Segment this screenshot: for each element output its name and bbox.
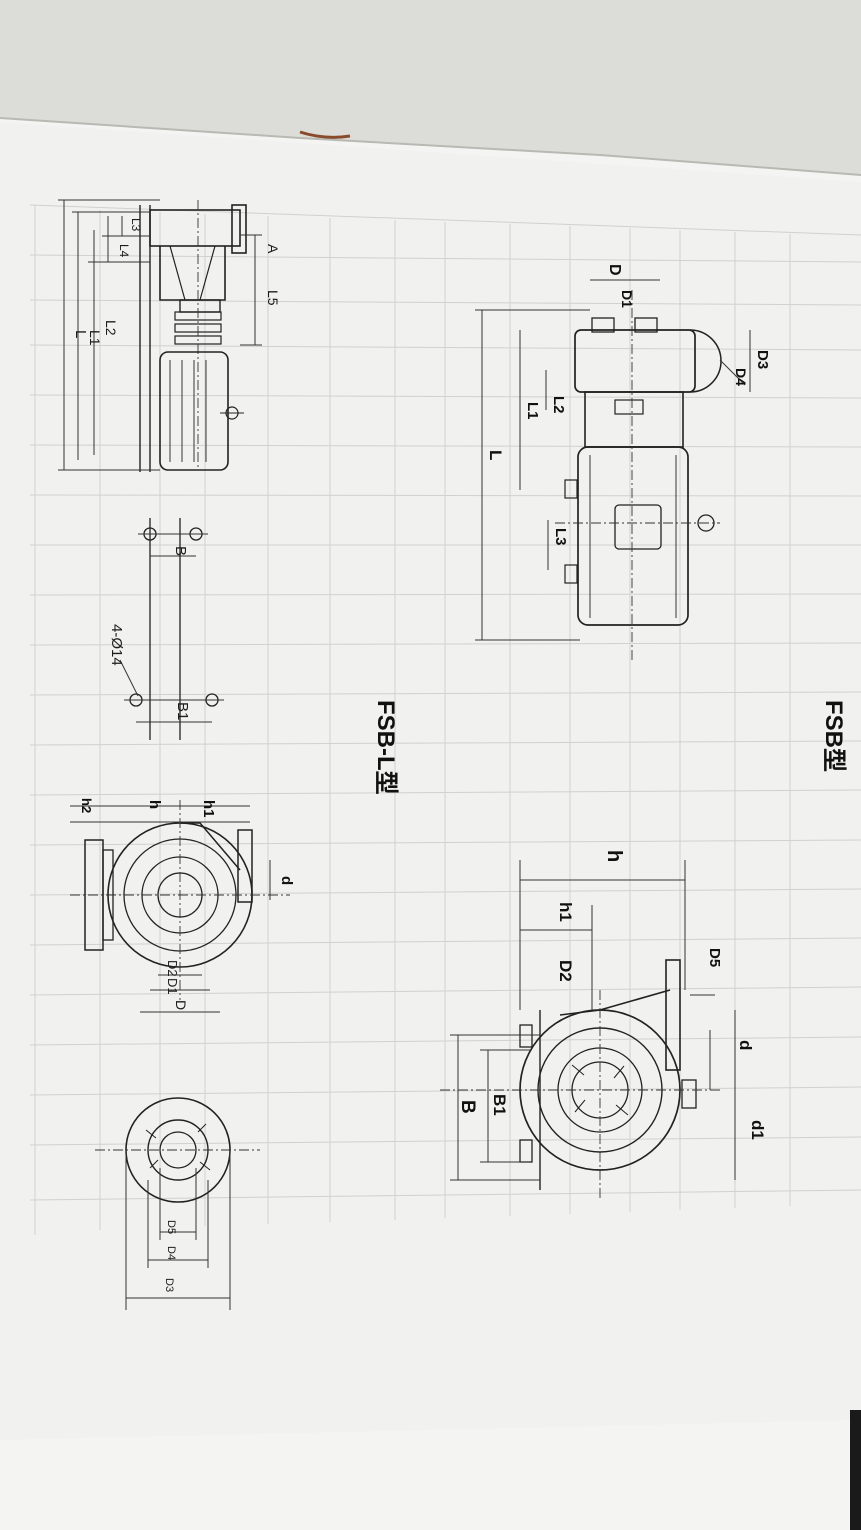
fsbl-base-plan bbox=[119, 518, 224, 740]
fsb-end-d1: d1 bbox=[748, 1120, 767, 1140]
fsbl-dim-A: A bbox=[265, 244, 281, 254]
fsbl-side-view bbox=[58, 199, 262, 472]
previous-page-edge bbox=[0, 0, 861, 175]
fsbl-end-h1: h1 bbox=[200, 800, 217, 818]
fsbl-dim-L5: L5 bbox=[265, 290, 281, 306]
fsb-dim-L: L bbox=[486, 450, 505, 460]
fsbl-end-h: h bbox=[146, 800, 163, 809]
fsb-dim-L1: L1 bbox=[524, 402, 541, 420]
fsb-end-D5: D5 bbox=[706, 948, 723, 967]
fsbl-end-D2: D2 bbox=[165, 960, 180, 977]
fsb-end-h: h bbox=[603, 850, 625, 862]
flange-D5: D5 bbox=[165, 1220, 177, 1234]
flange-D3: D3 bbox=[163, 1278, 175, 1292]
fsb-end-D2: D2 bbox=[556, 960, 575, 982]
fsb-end-B1: B1 bbox=[490, 1094, 509, 1116]
fsbl-dim-L2: L2 bbox=[103, 320, 119, 336]
fsbl-end-D1: D1 bbox=[165, 978, 180, 995]
fsbl-end-D: D bbox=[173, 1000, 189, 1010]
fsbl-base-B: B bbox=[172, 546, 189, 556]
fsb-dim-D1: D1 bbox=[619, 290, 635, 308]
fsb-end-h1: h1 bbox=[556, 902, 575, 922]
fsbl-dim-L1: L1 bbox=[87, 330, 103, 346]
flange-view bbox=[95, 1097, 260, 1310]
fsb-dim-D: D bbox=[606, 264, 623, 276]
fsb-title: FSB型 bbox=[820, 700, 847, 772]
fsbl-dim-L: L bbox=[72, 330, 89, 338]
fsbl-dim-L3: L3 bbox=[129, 218, 143, 232]
fsb-dim-D4: D4 bbox=[733, 368, 749, 386]
fsb-dim-L2: L2 bbox=[550, 396, 567, 414]
fsb-dim-D3: D3 bbox=[754, 350, 771, 369]
fsb-dim-L3: L3 bbox=[552, 528, 569, 546]
fsbl-end-d: d bbox=[278, 876, 295, 885]
fsbl-end-h2: h2 bbox=[79, 798, 94, 813]
page-sheet bbox=[0, 122, 861, 1440]
fsbl-title: FSB-L型 bbox=[372, 700, 399, 795]
fsb-end-d: d bbox=[736, 1040, 755, 1050]
fsbl-end-view bbox=[70, 800, 290, 1013]
show-through-table-grid bbox=[29, 204, 861, 1235]
fsbl-dim-L4: L4 bbox=[117, 244, 131, 258]
fsbl-base-B1: B1 bbox=[174, 702, 191, 720]
fsb-end-B: B bbox=[457, 1100, 478, 1114]
dark-edge bbox=[850, 1410, 861, 1530]
fsb-end-view bbox=[440, 860, 736, 1200]
flange-D4: D4 bbox=[165, 1246, 177, 1260]
fsbl-holes-label: 4-Ø14 bbox=[108, 624, 125, 666]
fsb-side-view bbox=[475, 279, 751, 660]
stain bbox=[299, 130, 351, 139]
